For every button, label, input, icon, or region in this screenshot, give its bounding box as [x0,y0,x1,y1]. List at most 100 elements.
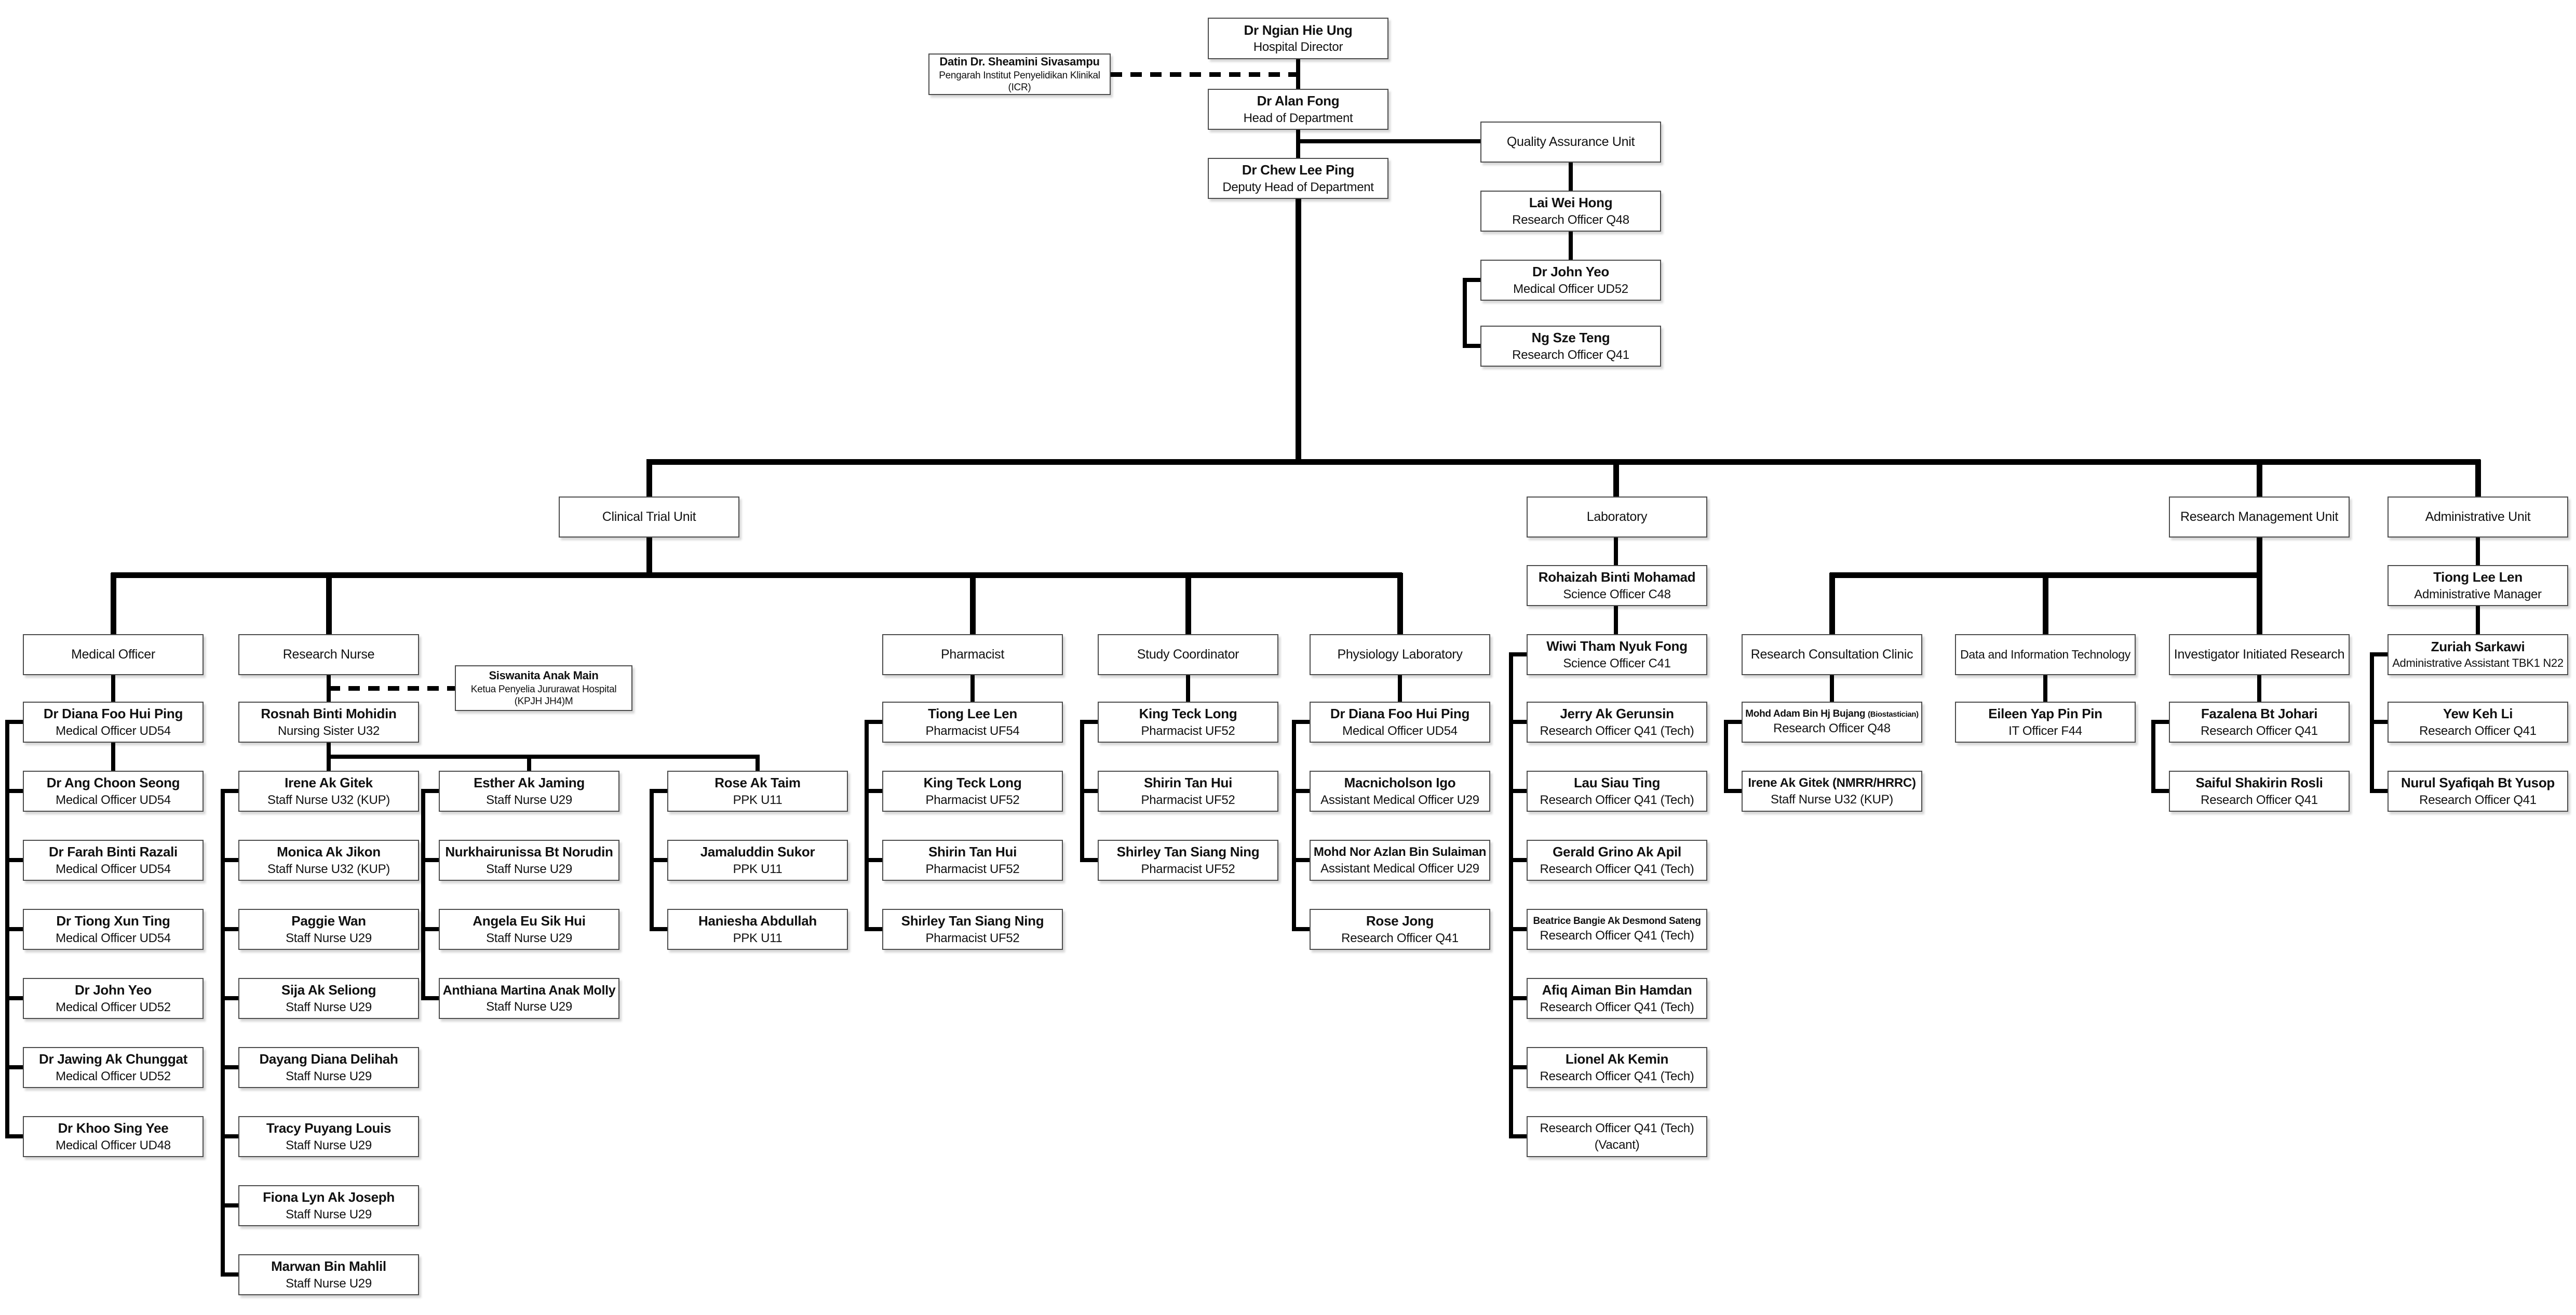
node-pharmacist-section: Pharmacist [882,634,1063,675]
node-lionel-kemin-title: Research Officer Q41 (Tech) [1540,1069,1694,1083]
connector-line [1511,789,1527,793]
node-administrative-unit-label-text: Administrative Unit [2425,509,2531,525]
connector-line [652,858,667,862]
node-paggie-wan-name-text: Paggie Wan [291,913,366,930]
dashed-connector-line [329,686,455,691]
connector-line [1830,675,1834,702]
node-eileen-yap-pin-pin-title: IT Officer F44 [2008,723,2082,738]
node-yew-keh-li-name: Yew Keh Li [2443,706,2513,721]
node-nurkhairunissa-norudin-title-text: Staff Nurse U29 [486,862,572,877]
node-paggie-wan-title: Staff Nurse U29 [286,931,372,945]
connector-line [7,720,23,724]
node-fazalena-johari-name: Fazalena Bt Johari [2201,706,2318,721]
node-ng-sze-teng-title-text: Research Officer Q41 [1512,347,1629,363]
node-mohd-nor-azlan-sulaiman-title: Assistant Medical Officer U29 [1320,861,1479,876]
node-khoo-sing-yee-title-text: Medical Officer UD48 [56,1138,171,1153]
node-physiology-laboratory-section: Physiology Laboratory [1310,634,1490,675]
node-shirley-tan-siang-ning-pharm-name-text: Shirley Tan Siang Ning [901,913,1044,930]
node-rosnah-mohidin-title-text: Nursing Sister U32 [278,723,380,739]
node-mohd-adam-bujang-suffix: (Biostastician) [1868,710,1919,719]
node-yew-keh-li-title: Research Officer Q41 [2419,723,2537,738]
connector-line [2372,720,2388,724]
node-irene-gitek-name-text: Irene Ak Gitek [285,775,373,791]
connector-line [223,789,238,793]
connector-line [865,720,869,931]
node-eileen-yap-pin-pin-title-text: IT Officer F44 [2008,723,2082,739]
node-irene-gitek-name: Irene Ak Gitek [285,775,373,790]
connector-line [867,789,882,793]
node-tracy-louis-title: Staff Nurse U29 [286,1138,372,1152]
node-tiong-lee-len-admin-title: Administrative Manager [2414,587,2542,601]
node-fiona-joseph-title: Staff Nurse U29 [286,1207,372,1222]
node-diana-foo-mo-name: Dr Diana Foo Hui Ping [43,706,183,721]
node-mohd-adam-bujang: Mohd Adam Bin Hj Bujang (Biostastician)R… [1742,702,1922,743]
connector-line [423,996,439,1000]
node-dayang-delihah-name-text: Dayang Diana Delihah [259,1051,398,1068]
node-gerald-grino-apil-name: Gerald Grino Ak Apil [1553,844,1681,860]
connector-line [1569,232,1573,260]
connector-line [7,1065,23,1069]
node-research-nurse-section-label-text: Research Nurse [283,647,375,663]
node-shirley-tan-siang-ning-pharm-name: Shirley Tan Siang Ning [901,913,1044,929]
node-beatrice-bangie-sateng-title: Research Officer Q41 (Tech) [1540,929,1694,943]
node-dayang-delihah-name: Dayang Diana Delihah [259,1051,398,1067]
node-diana-foo-physio-name: Dr Diana Foo Hui Ping [1330,706,1470,721]
node-farah-razali-name-text: Dr Farah Binti Razali [49,844,178,861]
node-data-information-technology-label-text: Data and Information Technology [1960,647,2130,662]
node-kpjh-siswanita-name-text: Siswanita Anak Main [489,669,598,683]
node-shirin-tan-hui-pharm-name-text: Shirin Tan Hui [928,844,1017,861]
node-data-information-technology: Data and Information Technology [1955,634,2136,675]
node-irene-gitek-nmrr-title-text: Staff Nurse U32 (KUP) [1771,792,1893,807]
node-john-yeo-qa-title-text: Medical Officer UD52 [1513,281,1628,297]
node-kpjh-siswanita-title-text: Ketua Penyelia Jururawat Hospital [471,684,617,695]
node-john-yeo-mo-title: Medical Officer UD52 [56,1000,171,1014]
connector-line [7,789,23,793]
node-rose-jong-title: Research Officer Q41 [1341,931,1459,945]
node-shirin-tan-hui-sc-name-text: Shirin Tan Hui [1144,775,1232,791]
connector-line [2043,573,2048,634]
node-jerry-gerunsin-name-text: Jerry Ak Gerunsin [1560,706,1674,722]
node-haniesha-abdullah-name-text: Haniesha Abdullah [698,913,817,930]
node-hospital-director-name: Dr Ngian Hie Ung [1244,22,1353,38]
node-zuriah-sarkawi-name: Zuriah Sarkawi [2431,639,2525,655]
node-zuriah-sarkawi-title-text: Administrative Assistant TBK1 N22 [2392,656,2564,670]
connector-line [1298,139,1480,143]
connector-line [2043,675,2047,702]
node-king-teck-long-sc-name-text: King Teck Long [1139,706,1237,722]
connector-line [1294,858,1310,862]
node-gerald-grino-apil-title-text: Research Officer Q41 (Tech) [1540,862,1694,877]
node-jawing-chunggat-title: Medical Officer UD52 [56,1069,171,1083]
node-shirley-tan-siang-ning-pharm-title-text: Pharmacist UF52 [926,931,1020,946]
node-fazalena-johari-name-text: Fazalena Bt Johari [2201,706,2318,722]
node-farah-razali-title-text: Medical Officer UD54 [56,862,171,877]
node-kpjh-siswanita-sub: (KPJH JH4)M [514,696,573,707]
node-head-of-department-name: Dr Alan Fong [1257,93,1340,109]
connector-line [1829,573,1835,634]
node-beatrice-bangie-sateng-name-text: Beatrice Bangie Ak Desmond Sateng [1533,915,1701,927]
node-john-yeo-mo-name-text: Dr John Yeo [75,982,152,999]
node-esther-jaming-title-text: Staff Nurse U29 [486,793,572,808]
node-irene-gitek-nmrr-title: Staff Nurse U32 (KUP) [1770,792,1893,807]
connector-line [223,1134,238,1138]
node-lionel-kemin-name: Lionel Ak Kemin [1565,1051,1669,1067]
node-jerry-gerunsin-name: Jerry Ak Gerunsin [1560,706,1674,721]
